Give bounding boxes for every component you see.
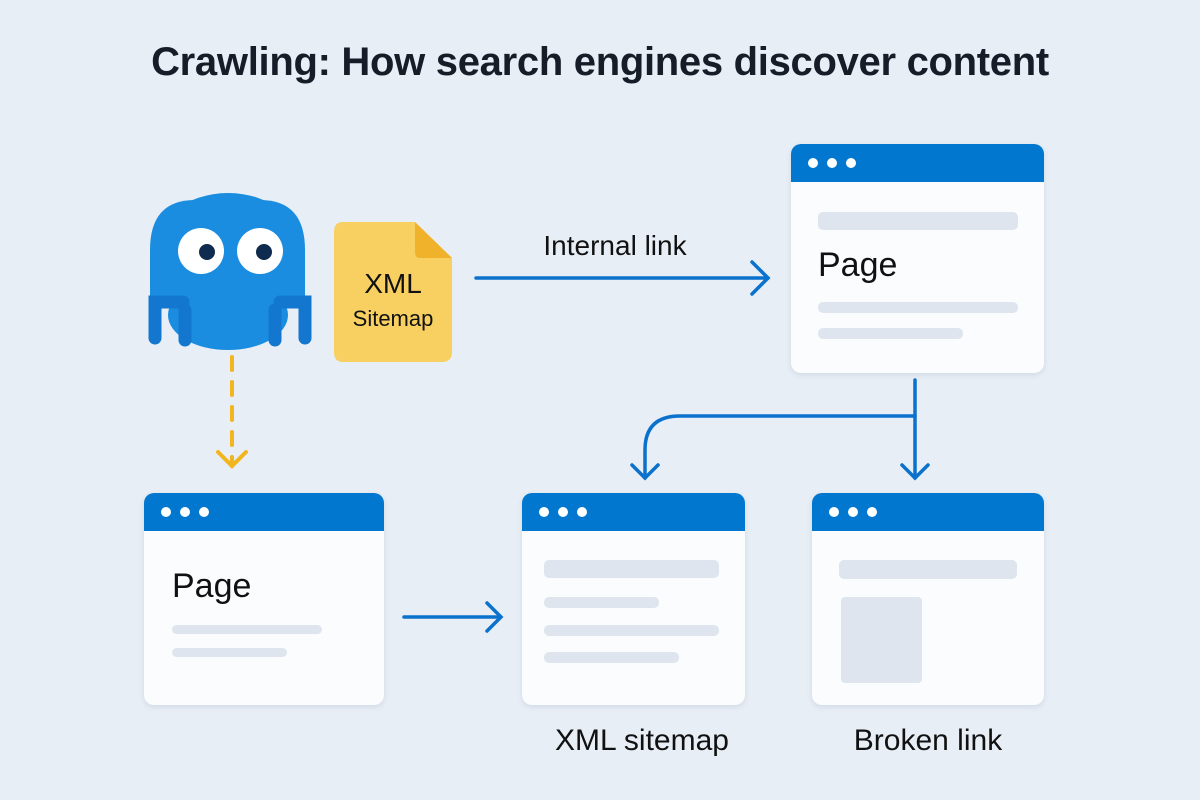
arrow-internal-link: [474, 260, 771, 296]
diagram-title: Crawling: How search engines discover co…: [151, 40, 1049, 84]
internal-link-label: Internal link: [543, 230, 687, 261]
xml-sitemap-doc-text: XML Sitemap: [334, 268, 452, 332]
top-page-text: Page: [818, 246, 898, 284]
dashed-arrow-crawler-to-page: [216, 355, 248, 469]
left-page-text: Page: [172, 567, 252, 605]
image-placeholder: [841, 597, 922, 683]
window-titlebar: [812, 493, 1044, 531]
xml-sitemap-caption: XML sitemap: [555, 724, 729, 757]
top-page-window[interactable]: Page: [791, 144, 1044, 373]
arrow-page-branches: [630, 378, 930, 481]
window-titlebar: [522, 493, 745, 531]
window-titlebar: [144, 493, 384, 531]
xml-sitemap-document-icon: [334, 222, 452, 362]
window-titlebar: [791, 144, 1044, 182]
arrow-page-to-sitemap: [402, 601, 504, 633]
broken-link-window[interactable]: [812, 493, 1044, 705]
sitemap-doc-line1: XML: [364, 268, 422, 299]
crawler-spider-icon: [148, 193, 312, 350]
xml-sitemap-window[interactable]: [522, 493, 745, 705]
sitemap-doc-line2: Sitemap: [352, 306, 434, 331]
left-page-window[interactable]: Page: [144, 493, 384, 705]
broken-link-caption: Broken link: [853, 724, 1003, 757]
